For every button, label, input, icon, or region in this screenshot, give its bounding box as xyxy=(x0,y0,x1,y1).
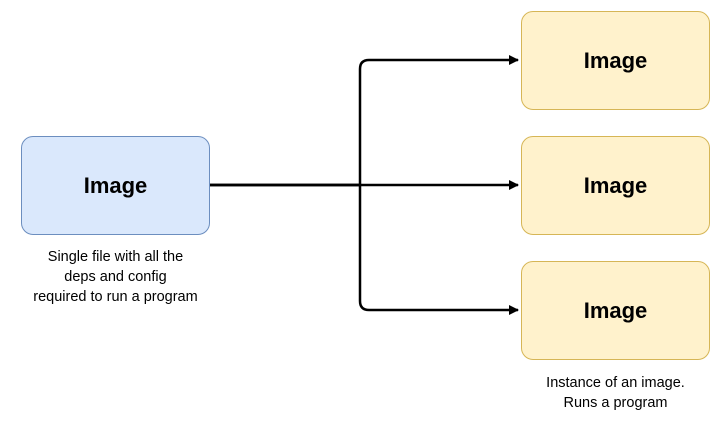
target-image-label: Image xyxy=(583,172,648,198)
arrow-to-bottom-image xyxy=(210,183,519,315)
source-image-label: Image xyxy=(83,172,148,198)
target-image-label: Image xyxy=(583,297,648,323)
source-image-box: Image xyxy=(21,136,210,235)
target-image-box-middle: Image xyxy=(521,136,710,235)
target-image-label: Image xyxy=(583,47,648,73)
target-image-box-bottom: Image xyxy=(521,261,710,360)
target-image-caption: Instance of an image. Runs a program xyxy=(546,375,685,411)
arrow-to-top-image xyxy=(210,55,519,187)
source-image-caption: Single file with all the deps and config… xyxy=(33,249,198,305)
target-image-box-top: Image xyxy=(521,11,710,110)
